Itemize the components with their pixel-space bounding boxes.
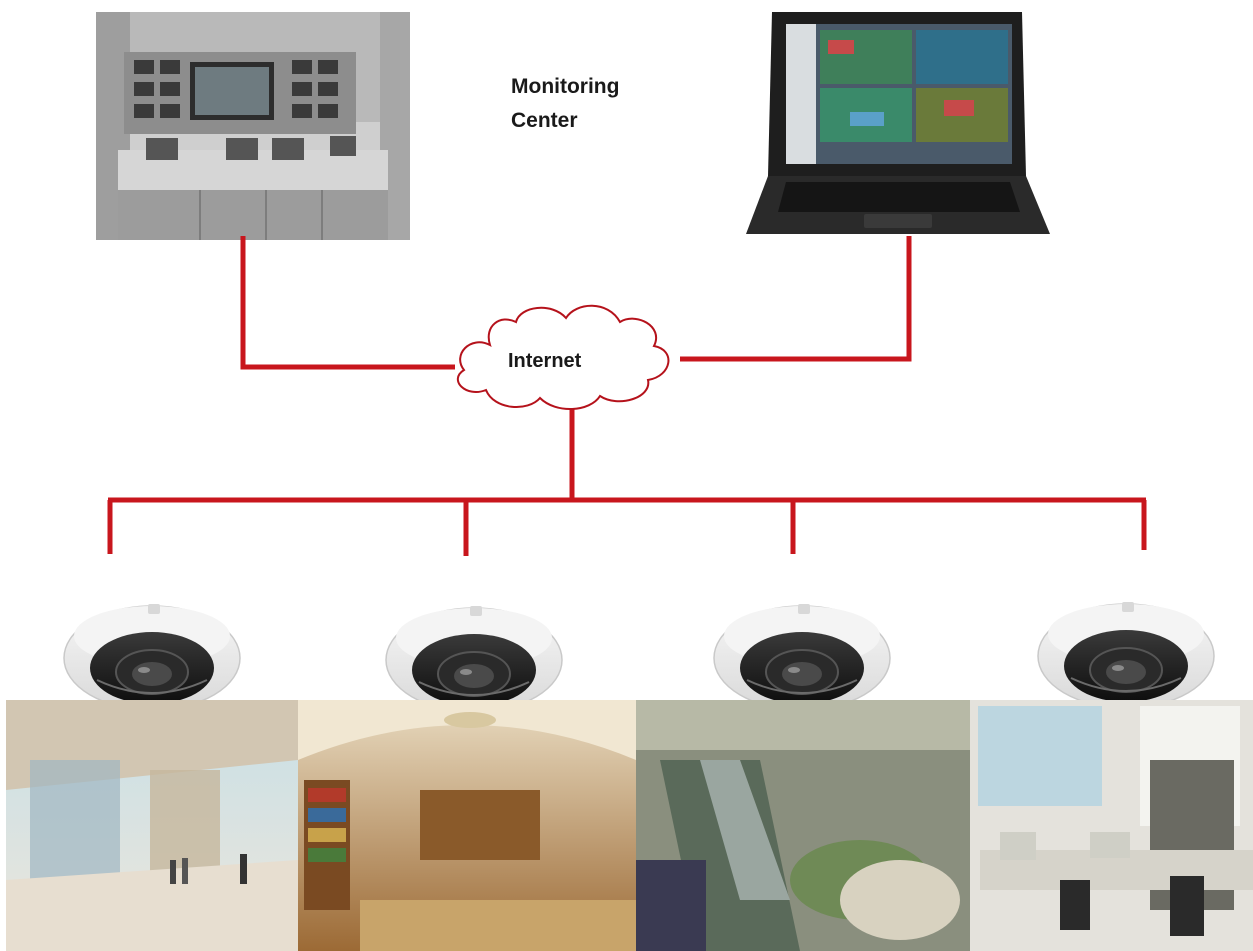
camera-3 — [713, 603, 891, 711]
laptop-icon — [746, 12, 1050, 234]
link-laptop — [680, 236, 912, 362]
link-control-room — [240, 236, 455, 370]
lobby-scene — [6, 700, 298, 951]
camera-2 — [385, 605, 563, 713]
mall-scene — [636, 700, 970, 951]
cloud-icon — [457, 304, 670, 411]
network-links — [107, 236, 1147, 556]
internet-label: Internet — [508, 350, 582, 372]
monitoring-label-line2: Center — [511, 109, 578, 132]
camera-1 — [63, 603, 241, 711]
monitoring-center-label: Monitoring Center — [511, 70, 711, 138]
library-scene — [298, 700, 636, 951]
monitoring-room-photo — [96, 12, 410, 240]
camera-4 — [1037, 601, 1215, 709]
monitoring-label-line1: Monitoring — [511, 75, 620, 98]
office-scene — [970, 700, 1253, 951]
